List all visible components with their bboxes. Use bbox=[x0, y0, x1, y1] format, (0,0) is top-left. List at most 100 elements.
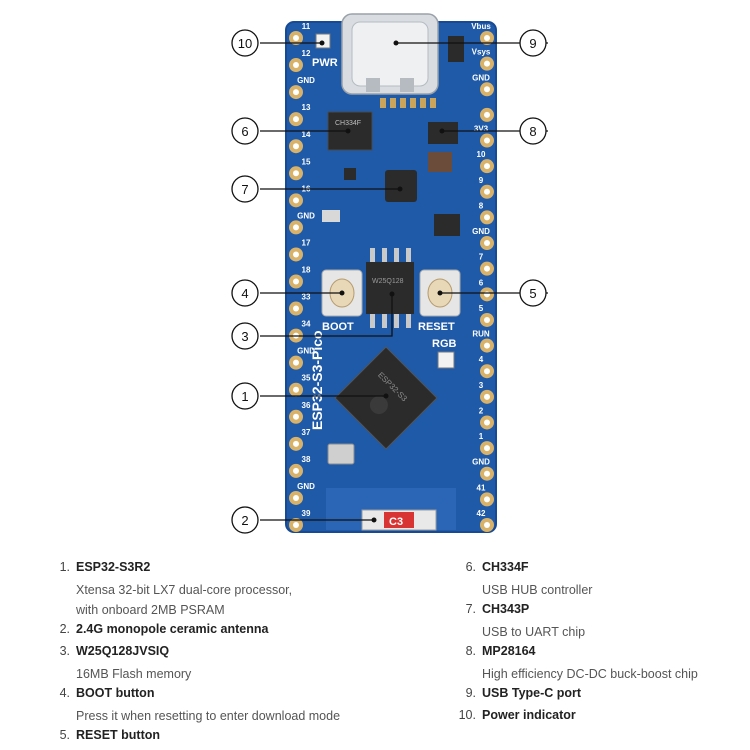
callout-7: 7 bbox=[231, 175, 259, 203]
legend-title: CH334F bbox=[482, 560, 529, 574]
legend-row: 8. MP28164 bbox=[458, 644, 748, 664]
svg-text:1: 1 bbox=[241, 389, 248, 404]
pin-label: 4 bbox=[479, 355, 484, 364]
legend-title: CH343P bbox=[482, 602, 530, 616]
legend-number: 8. bbox=[465, 644, 476, 658]
legend-number: 10. bbox=[458, 708, 476, 722]
callout-6: 6 bbox=[231, 117, 259, 145]
legend-row: 5.RESET button bbox=[52, 728, 442, 748]
pin-hole bbox=[293, 522, 299, 528]
legend-title: 2.4G monopole ceramic antenna bbox=[76, 622, 269, 636]
callout-1: 1 bbox=[231, 382, 259, 410]
callout-3: 3 bbox=[231, 322, 259, 350]
svg-text:8: 8 bbox=[529, 124, 536, 139]
legend-description: High efficiency DC-DC buck-boost chip bbox=[482, 667, 698, 681]
pin-hole bbox=[293, 494, 299, 501]
pin-hole bbox=[293, 143, 299, 150]
legend-title: Power indicator bbox=[482, 708, 576, 722]
pin-label: 9 bbox=[479, 176, 484, 185]
pin-label: 3 bbox=[479, 381, 484, 390]
legend-title: MP28164 bbox=[482, 644, 536, 658]
pin-hole bbox=[484, 342, 490, 349]
pin-label: 11 bbox=[302, 22, 311, 31]
legend-row: 2. 2.4G monopole ceramic antenna bbox=[52, 622, 442, 642]
flash-chip-text: W25Q128 bbox=[372, 278, 404, 285]
legend-number: 7. bbox=[465, 602, 476, 616]
pin-label: GND bbox=[472, 227, 490, 236]
usb-c-connector bbox=[341, 13, 439, 95]
ch334f-chip-text: CH334F bbox=[335, 120, 361, 127]
pin-label: 5 bbox=[479, 304, 484, 313]
pin-hole bbox=[484, 35, 490, 41]
pin-hole bbox=[293, 413, 299, 420]
callout-5: 5 bbox=[519, 279, 547, 307]
legend-row: 1.ESP32-S3R2 bbox=[52, 560, 442, 580]
pin-label: 6 bbox=[479, 278, 484, 287]
legend-number: 2. bbox=[59, 622, 70, 636]
legend-title: ESP32-S3R2 bbox=[76, 560, 151, 574]
callout-lines bbox=[260, 42, 548, 521]
pin-hole bbox=[293, 116, 299, 123]
pin-label: GND bbox=[297, 211, 315, 220]
pin-hole bbox=[293, 251, 299, 258]
pin-hole bbox=[293, 386, 299, 393]
pin-label: 17 bbox=[302, 238, 311, 247]
flash-chip: W25Q128 bbox=[366, 248, 414, 328]
callout-4: 4 bbox=[231, 279, 259, 307]
legend-item: 5.RESET button bbox=[52, 728, 442, 748]
pin-hole bbox=[293, 305, 299, 312]
pin-label: Vsys bbox=[472, 48, 491, 57]
pin-label: 12 bbox=[302, 49, 311, 58]
legend-title: BOOT button bbox=[76, 686, 155, 700]
smd-row-usb bbox=[380, 98, 436, 108]
pin-label: GND bbox=[297, 76, 315, 85]
antenna-label: C3 bbox=[389, 516, 403, 528]
svg-text:2: 2 bbox=[241, 513, 248, 528]
rgb-led bbox=[437, 351, 455, 369]
pin-label: GND bbox=[472, 458, 490, 467]
pin-label: 41 bbox=[477, 483, 486, 492]
legend-number: 4. bbox=[59, 686, 70, 700]
legend-number: 5. bbox=[59, 728, 70, 742]
callout-8: 8 bbox=[519, 117, 547, 145]
pin-hole bbox=[484, 393, 490, 400]
diode bbox=[448, 36, 464, 62]
pin-hole bbox=[484, 86, 490, 93]
pin-label: GND bbox=[297, 482, 315, 491]
pin-label: 39 bbox=[302, 509, 311, 518]
svg-text:10: 10 bbox=[238, 36, 252, 51]
pin-hole bbox=[293, 197, 299, 204]
pin-label: 7 bbox=[479, 253, 484, 262]
pin-hole bbox=[484, 291, 490, 298]
pin-hole bbox=[484, 316, 490, 323]
pin-hole bbox=[293, 35, 299, 41]
legend-row: 6.CH334F bbox=[458, 560, 748, 580]
pin-label: 10 bbox=[477, 150, 486, 159]
pin-label: 18 bbox=[302, 266, 311, 275]
pin-hole bbox=[484, 496, 490, 503]
svg-text:7: 7 bbox=[241, 182, 248, 197]
legend-description: Press it when resetting to enter downloa… bbox=[76, 709, 341, 723]
pin-label: 15 bbox=[302, 157, 311, 166]
chip-small bbox=[344, 168, 356, 180]
pin-hole bbox=[484, 265, 490, 272]
legend-item: 10. Power indicator bbox=[458, 708, 748, 728]
pin-label: 37 bbox=[302, 428, 311, 437]
pin-label: 33 bbox=[302, 293, 311, 302]
pin-hole bbox=[484, 419, 490, 426]
crystal bbox=[327, 443, 355, 465]
pin-label: 1 bbox=[479, 432, 484, 441]
pin-label: 14 bbox=[302, 130, 311, 139]
pwr-label: PWR bbox=[312, 57, 338, 69]
ch343p-chip bbox=[385, 170, 417, 202]
legend-description: Xtensa 32-bit LX7 dual-core processor, bbox=[76, 583, 293, 597]
legend-title: W25Q128JVSIQ bbox=[76, 644, 170, 658]
pin-label: 13 bbox=[302, 103, 311, 112]
